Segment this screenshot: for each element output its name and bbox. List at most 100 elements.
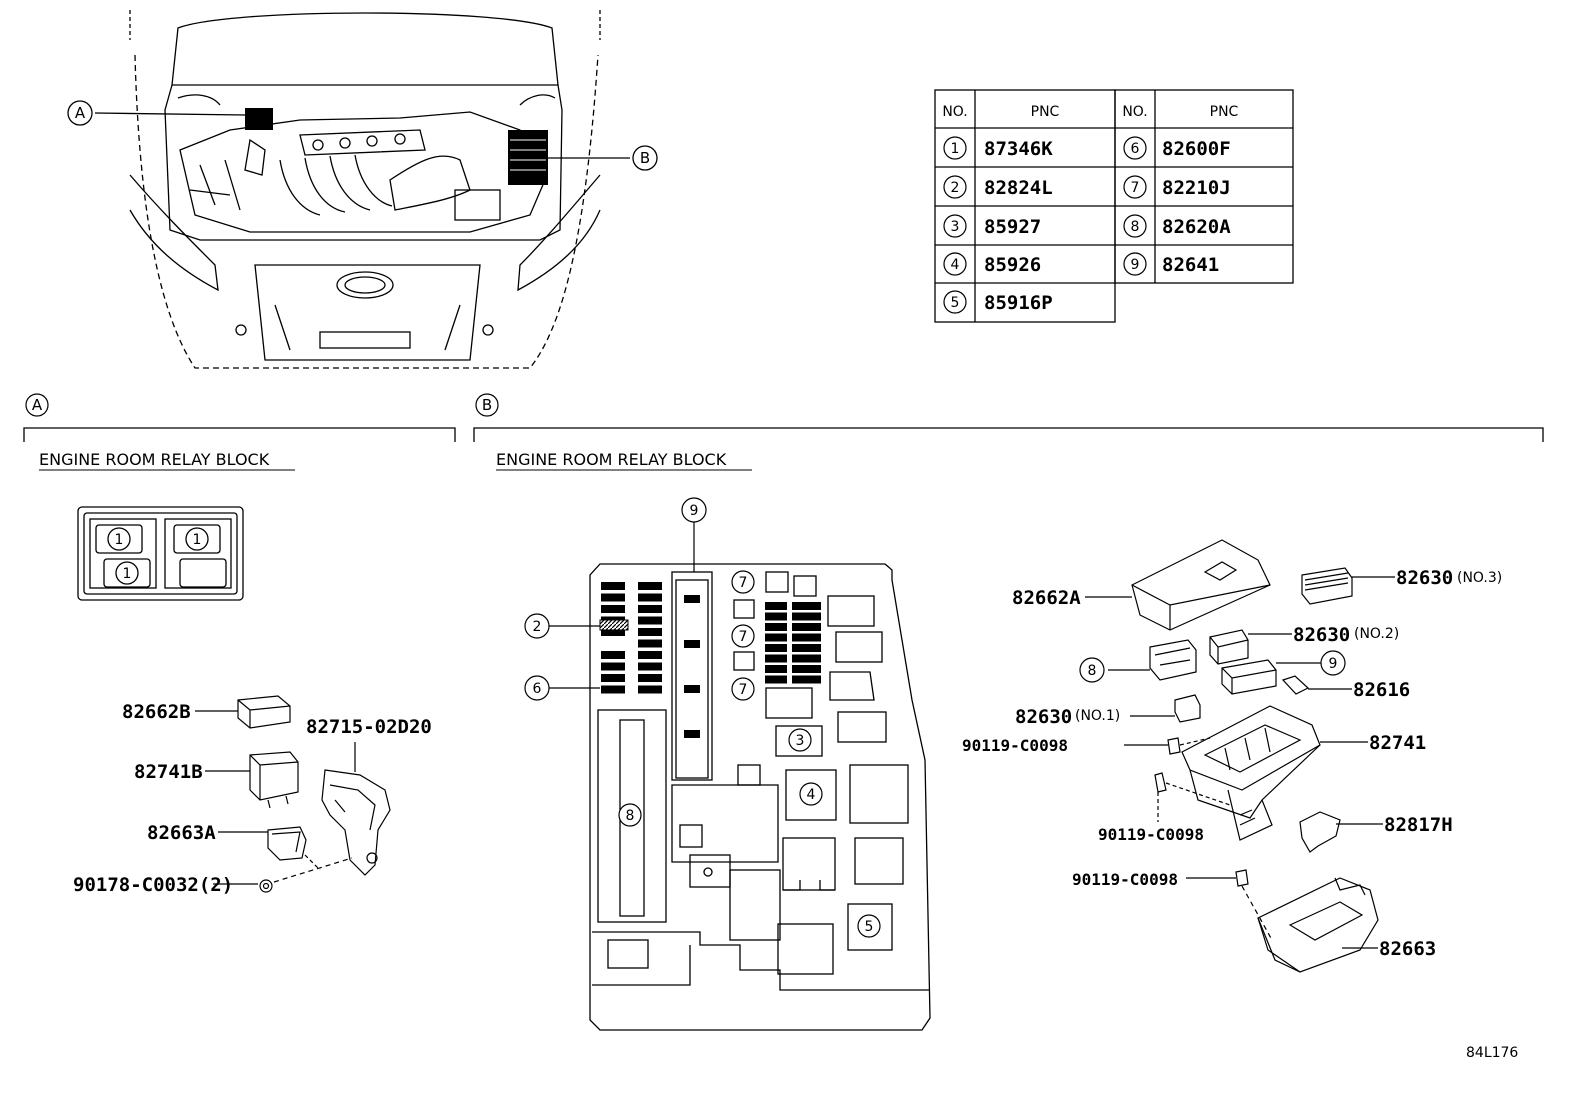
parts-a-group [195, 695, 391, 893]
fuse [638, 593, 662, 602]
part-82662a: 82662A [1012, 587, 1081, 609]
part-82630-no1-suffix: (NO.1) [1075, 708, 1120, 724]
fuse [638, 685, 662, 694]
fuse [638, 582, 662, 590]
fuse [601, 674, 625, 682]
fuse [638, 674, 662, 682]
part-82630-no1: 82630 [1015, 706, 1072, 728]
table-row-pnc: 82600F [1162, 138, 1231, 160]
fuse [765, 654, 787, 663]
exploded-num: 9 [1329, 656, 1338, 672]
section-b-bracket: B [473, 393, 1544, 442]
relay-a-num: 1 [193, 532, 202, 548]
relay-b-location-marker [508, 130, 548, 185]
block-b-num: 8 [626, 808, 635, 824]
fuse [765, 633, 787, 642]
table-header-no: NO. [942, 104, 967, 120]
svg-text:A: A [32, 396, 43, 414]
hatched-fuse [599, 619, 629, 631]
table-row-pnc: 85926 [984, 254, 1041, 276]
table-row-no: 5 [951, 295, 960, 311]
part-90178-c0032: 90178-C0032(2) [73, 874, 233, 896]
fuse [765, 675, 787, 684]
table-row-no: 4 [951, 257, 960, 273]
car-front-illustration [129, 10, 601, 369]
table-row-pnc: 85927 [984, 216, 1041, 238]
fuse [765, 665, 787, 673]
part-82630-no2-suffix: (NO.2) [1354, 626, 1399, 642]
fuse [601, 685, 625, 694]
callout-b: B [632, 145, 658, 171]
relay-block-b [589, 563, 931, 1031]
table-header-pnc: PNC [1210, 104, 1239, 120]
fuse [601, 628, 625, 636]
block-b-num: 7 [739, 682, 748, 698]
pnc-table: NO. PNC NO. PNC 1 2 3 4 5 6 7 8 9 87346K… [934, 89, 1294, 323]
fuse [799, 654, 821, 663]
part-82741b: 82741B [134, 761, 203, 783]
fuse [799, 612, 821, 621]
part-82663a: 82663A [147, 822, 216, 844]
svg-text:B: B [482, 396, 492, 414]
table-row-no: 2 [951, 180, 960, 196]
fuse [601, 593, 625, 602]
table-row-no: 3 [951, 219, 960, 235]
block-b-num: 5 [865, 919, 874, 935]
part-82817h: 82817H [1384, 814, 1453, 836]
part-90119-c0098: 90119-C0098 [1098, 825, 1204, 844]
fuse [765, 623, 787, 631]
fuse [638, 605, 662, 613]
part-82663: 82663 [1379, 938, 1436, 960]
block-b-num: 4 [807, 787, 816, 803]
fuse [799, 633, 821, 642]
section-a-title: ENGINE ROOM RELAY BLOCK [39, 450, 270, 469]
fuse [799, 644, 821, 652]
relay-block-a [77, 506, 244, 601]
fuse-array-left [601, 582, 662, 694]
fuse [799, 675, 821, 684]
table-row-pnc: 85916P [984, 292, 1053, 314]
fuse [638, 639, 662, 648]
part-90119-c0098: 90119-C0098 [1072, 870, 1178, 889]
table-header-pnc: PNC [1031, 104, 1060, 120]
parts-b-group [1085, 539, 1395, 973]
fuse [765, 602, 787, 610]
fuse [799, 665, 821, 673]
fuse-array-right [765, 602, 821, 684]
block-b-num: 2 [533, 619, 542, 635]
fuse [601, 651, 625, 659]
block-b-num: 6 [533, 681, 542, 697]
table-row-no: 6 [1131, 141, 1140, 157]
section-a-bracket: A [23, 393, 456, 442]
table-row-pnc: 82210J [1162, 177, 1231, 199]
table-row-pnc: 82620A [1162, 216, 1231, 238]
part-82630-no3: 82630 [1396, 567, 1453, 589]
block-b-num: 3 [796, 733, 805, 749]
table-row-no: 7 [1131, 180, 1140, 196]
figure-code: 84L176 [1466, 1045, 1518, 1061]
relay-a-num: 1 [123, 566, 132, 582]
fuse-strip-dots [684, 595, 700, 738]
block-b-num: 7 [739, 629, 748, 645]
part-90119-c0098: 90119-C0098 [962, 736, 1068, 755]
fuse [601, 662, 625, 671]
part-82616: 82616 [1353, 679, 1410, 701]
fuse [638, 662, 662, 671]
fuse [638, 628, 662, 636]
table-row-pnc: 87346K [984, 138, 1053, 160]
relay-a-location-marker [245, 108, 273, 130]
section-b-title: ENGINE ROOM RELAY BLOCK [496, 450, 727, 469]
table-row-pnc: 82641 [1162, 254, 1219, 276]
fuse [638, 651, 662, 659]
table-row-no: 8 [1131, 219, 1140, 235]
part-82630-no3-suffix: (NO.3) [1457, 570, 1502, 586]
fuse [601, 582, 625, 590]
table-row-pnc: 82824L [984, 177, 1053, 199]
block-b-num: 9 [690, 503, 699, 519]
part-82741: 82741 [1369, 732, 1426, 754]
block-b-num: 7 [739, 575, 748, 591]
exploded-num: 8 [1088, 663, 1097, 679]
table-row-no: 1 [951, 141, 960, 157]
svg-text:B: B [640, 149, 650, 167]
